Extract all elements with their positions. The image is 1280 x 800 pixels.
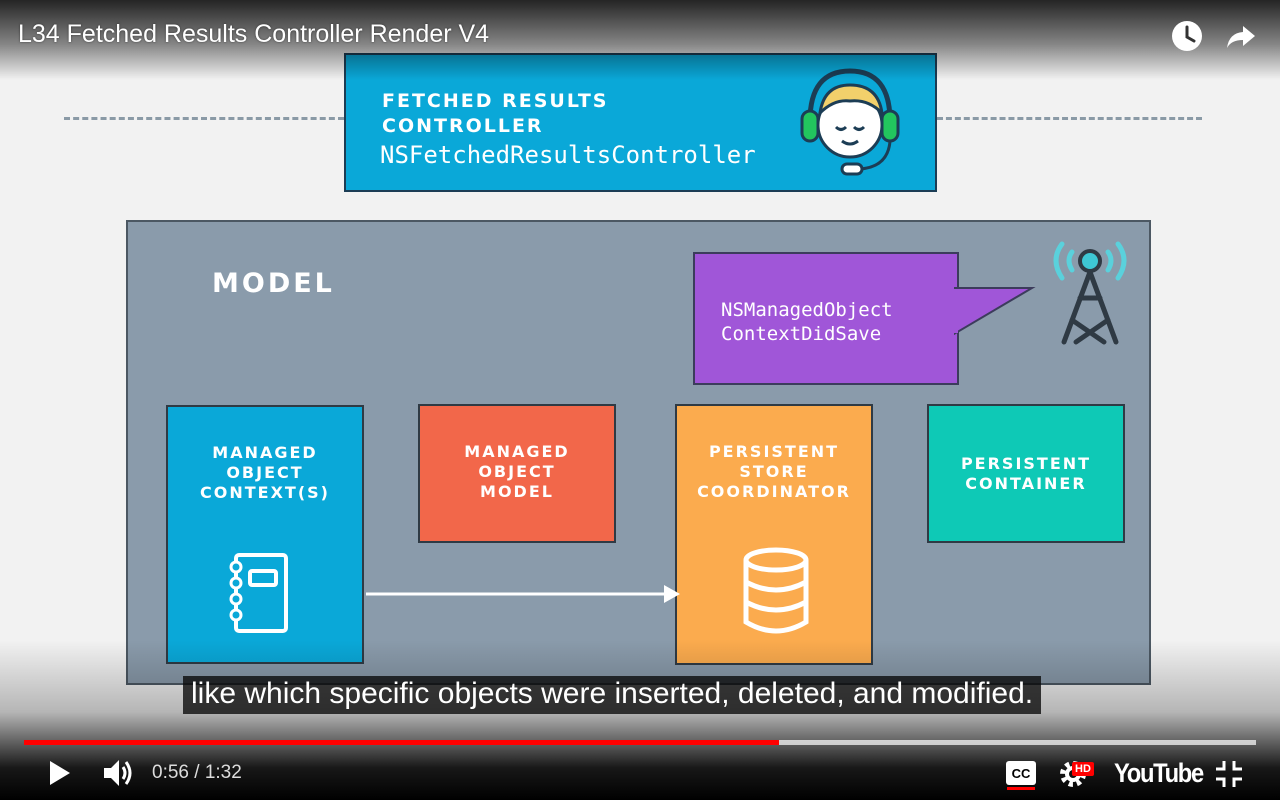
managed-object-context-box: MANAGED OBJECT CONTEXT(S) [166,405,364,664]
notification-name: NSManagedObject ContextDidSave [721,299,893,345]
top-gradient [0,0,1280,80]
broadcast-tower-icon [1053,241,1127,345]
notebook-icon [229,553,288,633]
database-icon [743,547,809,634]
frc-title: FETCHED RESULTS CONTROLLER [382,90,609,137]
volume-icon[interactable] [102,757,136,789]
model-label: MODEL [212,268,335,299]
cc-active-indicator [1007,787,1035,790]
model-container: MODEL NSManagedObject ContextDidSave MAN… [126,220,1151,685]
watch-later-icon[interactable] [1169,18,1205,54]
pc-label: PERSISTENT CONTAINER [960,454,1092,493]
persistent-store-coordinator-box: PERSISTENT STORE COORDINATOR [675,404,873,665]
play-icon[interactable] [44,758,74,788]
psc-label: PERSISTENT STORE COORDINATOR [697,442,851,501]
speech-bubble-tail [954,287,1036,336]
arrow-icon [366,585,680,603]
persistent-container-box: PERSISTENT CONTAINER [927,404,1125,543]
frc-class-name: NSFetchedResultsController [380,141,756,169]
youtube-logo[interactable]: YouTube [1114,758,1204,788]
dashed-divider-left [64,117,344,120]
notification-bubble: NSManagedObject ContextDidSave [693,252,959,385]
cc-icon[interactable]: CC [1005,760,1037,786]
fullscreen-exit-icon[interactable] [1214,759,1244,789]
headset-person-icon [800,68,900,176]
video-title[interactable]: L34 Fetched Results Controller Render V4 [18,20,490,48]
progress-bar[interactable] [24,740,1256,745]
dashed-divider-right [937,117,1202,120]
managed-object-model-box: MANAGED OBJECT MODEL [418,404,616,543]
svg-text:CC: CC [1012,766,1031,781]
hd-badge: HD [1072,762,1094,776]
caption-text: like which specific objects were inserte… [183,676,1042,714]
progress-played [24,740,780,745]
mom-label: MANAGED OBJECT MODEL [464,442,570,501]
moc-label: MANAGED OBJECT CONTEXT(S) [200,443,330,502]
time-display: 0:56 / 1:32 [152,762,242,783]
share-icon[interactable] [1223,18,1259,54]
